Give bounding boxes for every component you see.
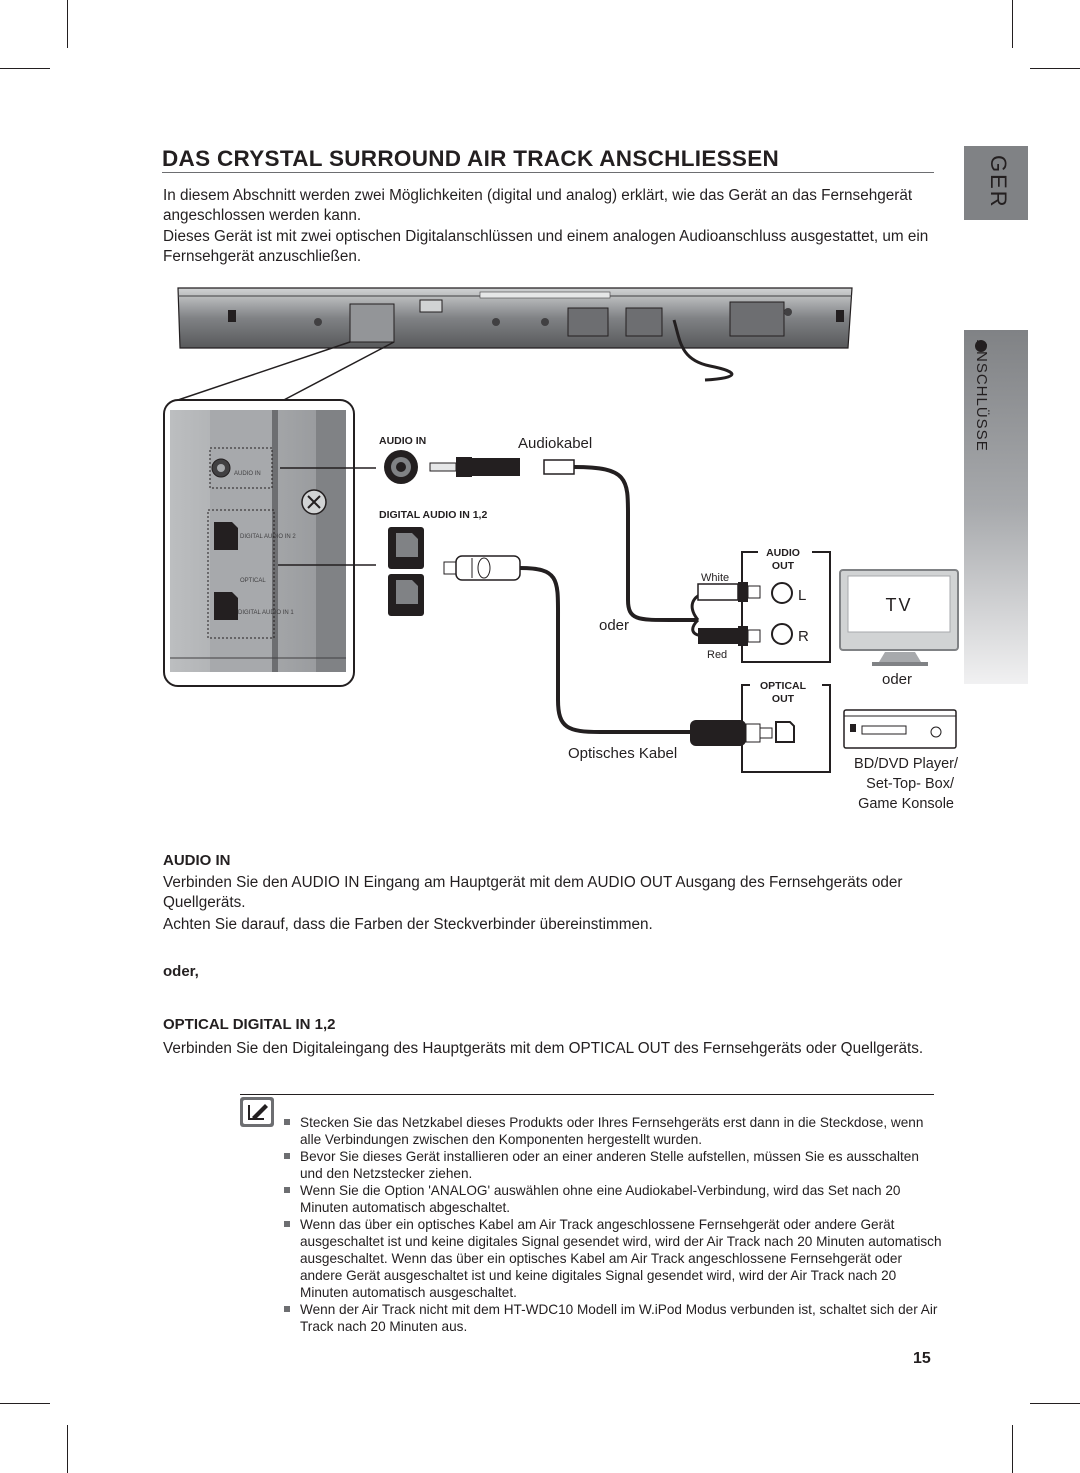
red-label: Red: [707, 649, 727, 661]
svg-text:OPTICAL: OPTICAL: [760, 680, 807, 692]
crop-mark: [67, 0, 68, 48]
svg-text:DIGITAL AUDIO IN 2: DIGITAL AUDIO IN 2: [240, 534, 296, 540]
digital-port-label: DIGITAL AUDIO IN 1,2: [379, 509, 487, 521]
audio-in-text-2: Achten Sie darauf, dass die Farben der S…: [163, 916, 653, 933]
optical-cable: [443, 555, 773, 746]
note-item: Wenn der Air Track nicht mit dem HT-WDC1…: [284, 1301, 944, 1335]
notes-divider: [240, 1094, 934, 1095]
input-panel-closeup: AUDIO IN DIGITAL AUDIO IN 2 OPTICAL DIGI…: [163, 399, 355, 687]
white-label: White: [701, 572, 729, 584]
tv-label: TV: [885, 595, 912, 615]
note-item: Wenn das über ein optisches Kabel am Air…: [284, 1216, 944, 1301]
audio-in-heading: AUDIO IN: [163, 852, 231, 869]
crop-mark: [1030, 1403, 1080, 1404]
optical-cable-label: Optisches Kabel: [568, 745, 677, 762]
audio-in-port-label: AUDIO IN: [379, 435, 426, 447]
dvd-player-icon: [843, 709, 957, 749]
crop-mark: [0, 68, 50, 69]
note-item: Stecken Sie das Netzkabel dieses Produkt…: [284, 1114, 944, 1148]
or-heading: oder,: [163, 963, 199, 980]
crop-mark: [67, 1425, 68, 1473]
or-label-device: oder: [882, 671, 912, 688]
crop-mark: [1012, 1425, 1013, 1473]
language-tab: [964, 146, 1028, 220]
optical-text: Verbinden Sie den Digitaleingang des Hau…: [163, 1040, 924, 1057]
intro-paragraph-2: Dieses Gerät ist mit zwei optischen Digi…: [163, 228, 929, 265]
optical-out-panel: OPTICAL OUT: [741, 680, 831, 773]
svg-text:L: L: [798, 587, 806, 604]
note-pencil-icon: [240, 1097, 274, 1127]
audio-out-panel: AUDIO OUT L R: [741, 547, 831, 663]
intro-paragraph-1: In diesem Abschnitt werden zwei Möglichk…: [163, 187, 913, 224]
connection-diagram: AUDIO IN DIGITAL AUDIO IN 2 OPTICAL DIGI…: [163, 287, 959, 812]
section-bullet-icon: [975, 340, 987, 352]
device-label-2: Set-Top- Box/: [866, 776, 955, 792]
section-tab-label: ANSCHLÜSSE: [973, 340, 990, 452]
soundbar-illustration: [177, 287, 853, 382]
language-tab-label: GER: [986, 155, 1011, 209]
crop-mark: [1030, 68, 1080, 69]
svg-text:AUDIO: AUDIO: [766, 547, 800, 559]
svg-text:OUT: OUT: [772, 693, 795, 705]
crop-mark: [0, 1403, 50, 1404]
audio-in-text-1: Verbinden Sie den AUDIO IN Eingang am Ha…: [163, 874, 903, 911]
svg-text:AUDIO IN: AUDIO IN: [234, 471, 261, 477]
page-title: DAS CRYSTAL SURROUND AIR TRACK ANSCHLIES…: [162, 146, 780, 171]
tv-icon: TV: [839, 569, 959, 666]
crop-mark: [1012, 0, 1013, 48]
note-item: Wenn Sie die Option 'ANALOG' auswählen o…: [284, 1182, 944, 1216]
audio-cable-label: Audiokabel: [518, 435, 592, 452]
page-number: 15: [913, 1350, 931, 1367]
svg-text:DIGITAL AUDIO IN 1: DIGITAL AUDIO IN 1: [238, 610, 294, 616]
note-item: Bevor Sie dieses Gerät installieren oder…: [284, 1148, 944, 1182]
rca-cable: [690, 582, 761, 646]
svg-text:OUT: OUT: [772, 560, 795, 572]
svg-text:R: R: [798, 628, 809, 645]
title-divider: [162, 172, 934, 173]
notes-list: Stecken Sie das Netzkabel dieses Produkt…: [284, 1114, 944, 1335]
svg-text:OPTICAL: OPTICAL: [240, 578, 266, 584]
section-tab: [964, 330, 1028, 684]
audio-cable: [429, 457, 698, 622]
optical-heading: OPTICAL DIGITAL IN 1,2: [163, 1016, 336, 1033]
device-label-1: BD/DVD Player/: [854, 756, 959, 772]
device-label-3: Game Konsole: [858, 796, 954, 812]
or-label-cable: oder: [599, 617, 629, 634]
